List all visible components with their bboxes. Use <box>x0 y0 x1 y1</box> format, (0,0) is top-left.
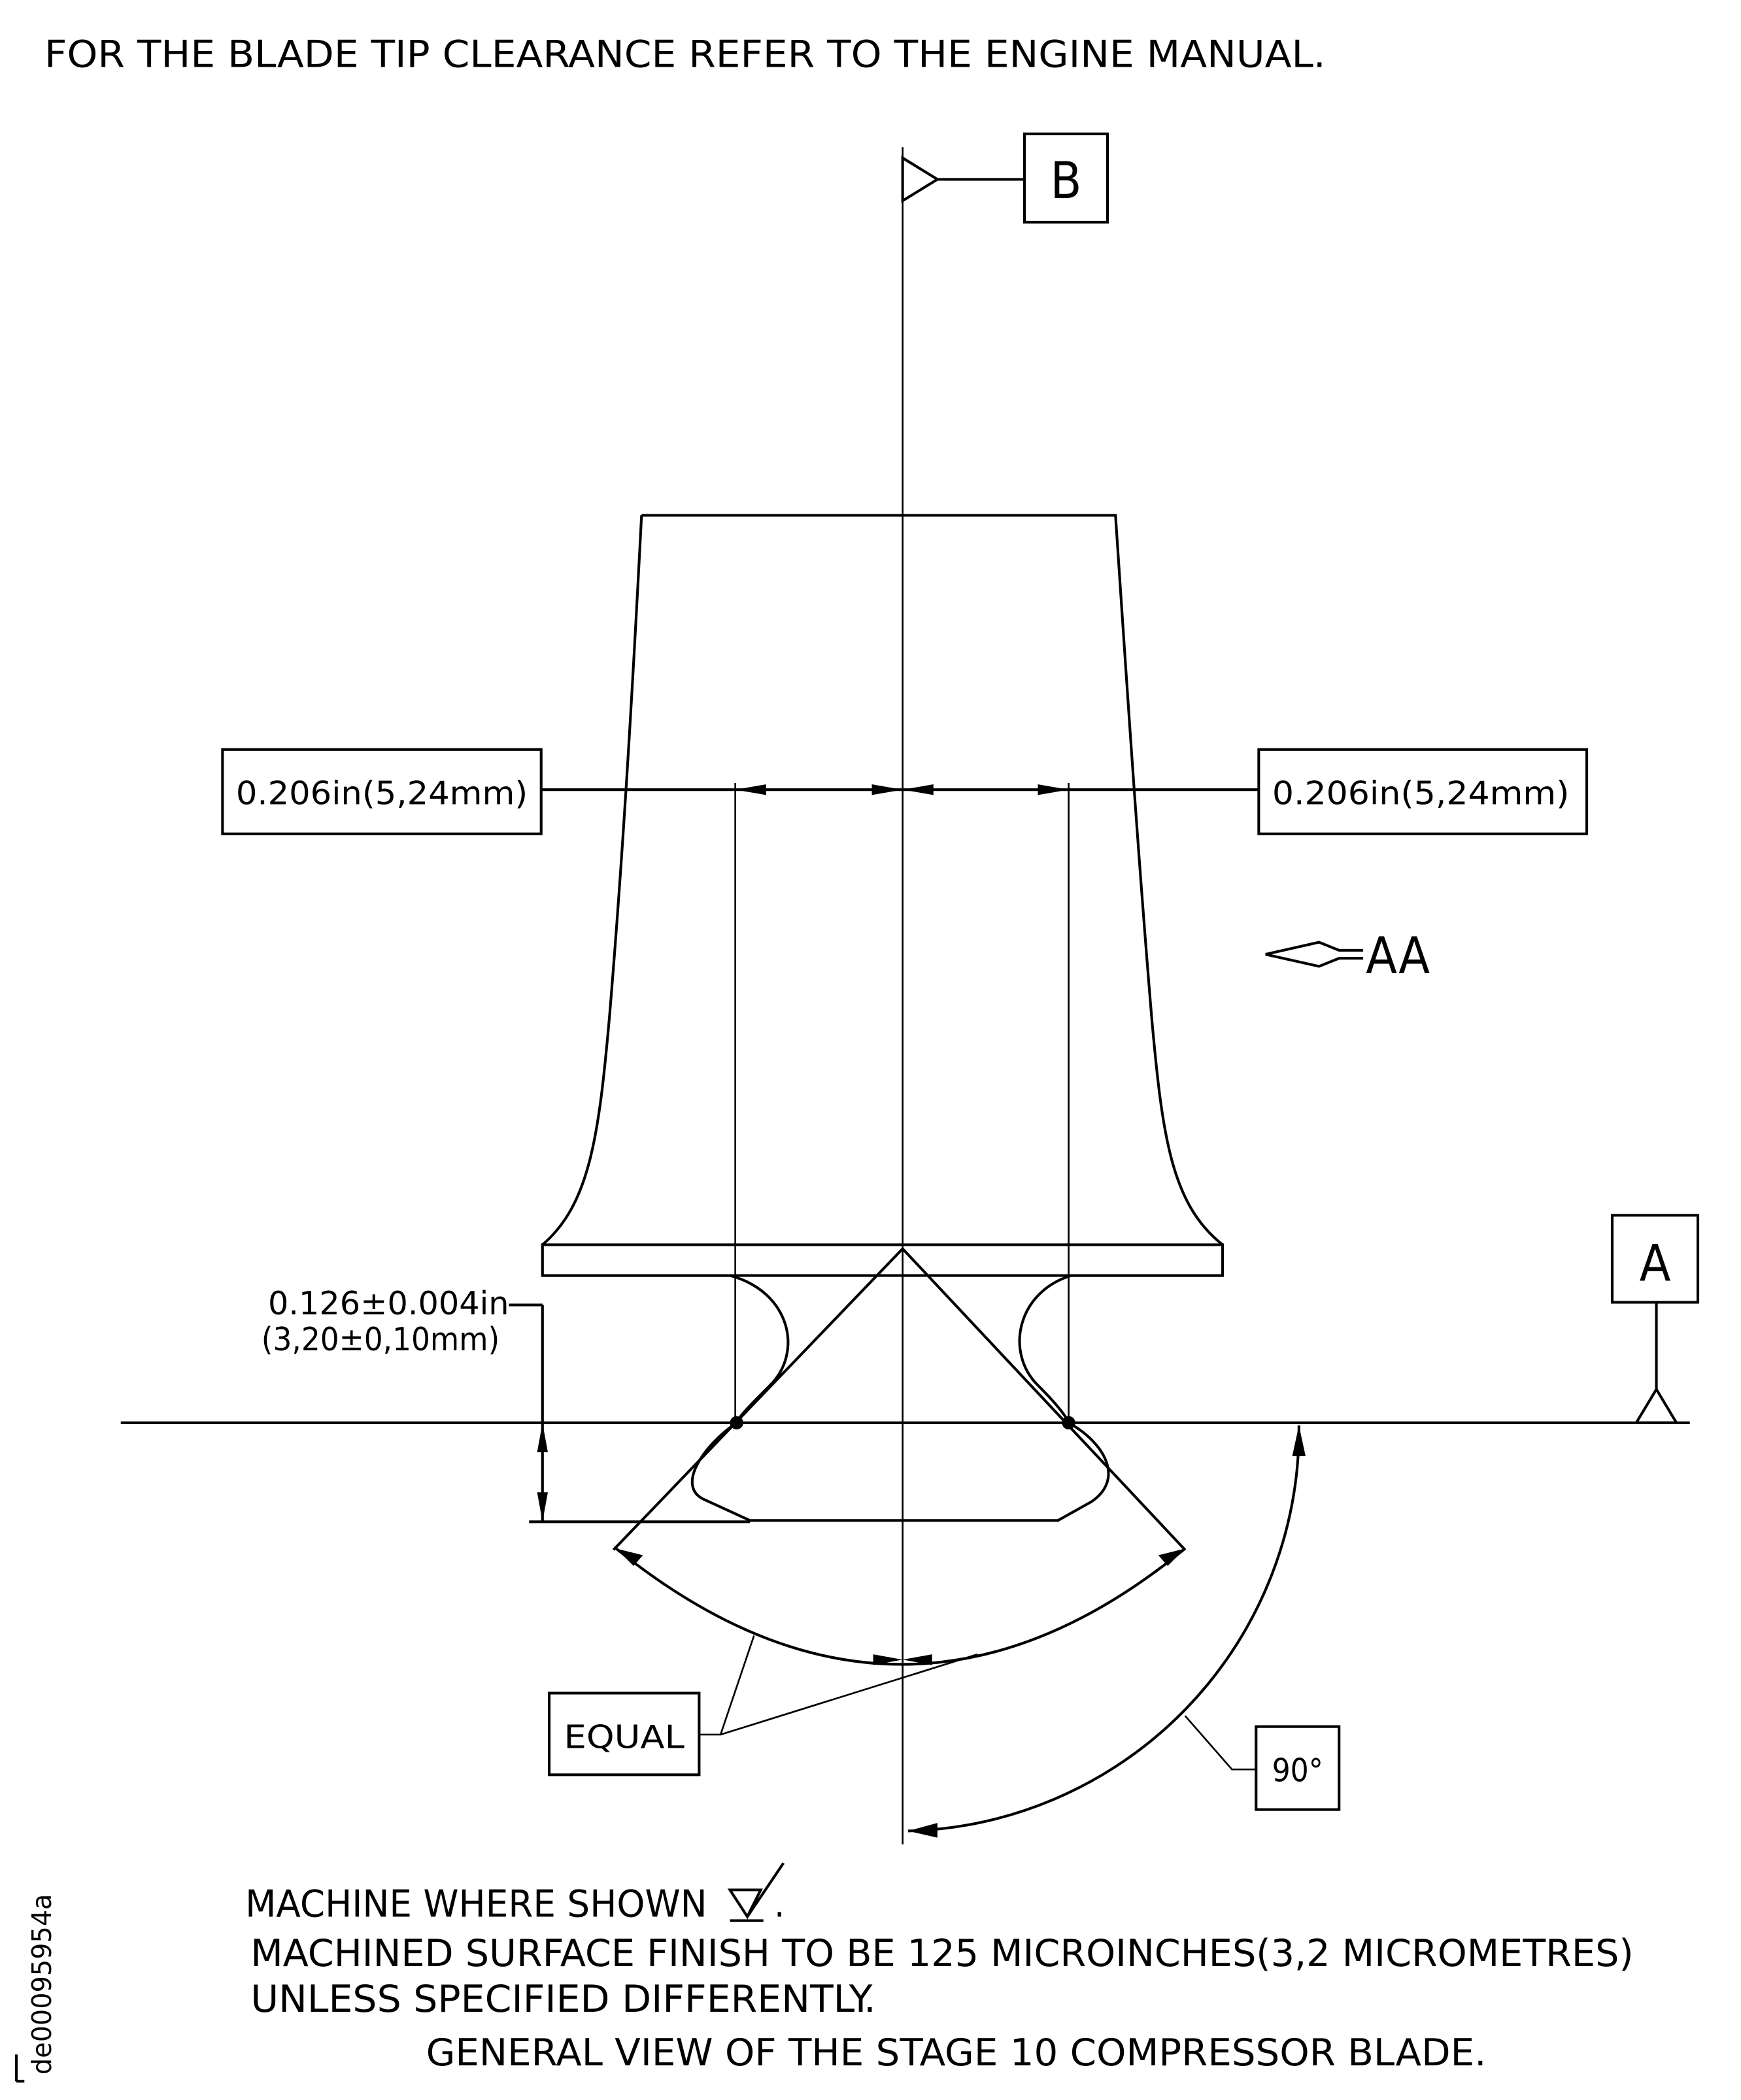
note-3: UNLESS SPECIFIED DIFFERENTLY. <box>250 1977 875 2021</box>
datum-b-label: B <box>1050 152 1081 210</box>
angle-arc <box>907 1425 1300 1833</box>
header-note: FOR THE BLADE TIP CLEARANCE REFER TO THE… <box>44 32 1326 76</box>
caption: GENERAL VIEW OF THE STAGE 10 COMPRESSOR … <box>426 2031 1487 2075</box>
datum-a-label: A <box>1640 1235 1671 1293</box>
height-mm-label: (3,20±0,10mm) <box>262 1320 500 1358</box>
note-2: MACHINED SURFACE FINISH TO BE 125 MICROI… <box>250 1931 1633 1975</box>
datum-b-triangle <box>901 155 940 203</box>
angle-label: 90° <box>1272 1752 1323 1790</box>
left-width-box <box>221 748 543 835</box>
equal-label: EQUAL <box>564 1718 685 1756</box>
note-1: MACHINE WHERE SHOWN <box>245 1882 707 1925</box>
blade-platform <box>541 1243 1225 1277</box>
left-width-label: 0.206in(5,24mm) <box>236 775 528 812</box>
angle-box <box>1255 1725 1341 1811</box>
right-width-label: 0.206in(5,24mm) <box>1272 775 1570 812</box>
height-in-label: 0.126±0.004in <box>268 1284 509 1322</box>
blade-airfoil <box>541 514 1224 1246</box>
view-arrow-label: AA <box>1366 927 1430 986</box>
datum-b-box <box>1023 132 1109 224</box>
surface-finish-icon <box>727 1862 785 1922</box>
figure-id: de00095954a <box>26 1894 58 2075</box>
view-arrow-icon <box>1265 941 1364 968</box>
equal-arc <box>615 1547 1187 1666</box>
root-lower <box>690 1422 1110 1522</box>
svg-text:.: . <box>774 1882 785 1925</box>
right-width-box <box>1257 748 1589 835</box>
root-fillets <box>542 1274 1223 1424</box>
